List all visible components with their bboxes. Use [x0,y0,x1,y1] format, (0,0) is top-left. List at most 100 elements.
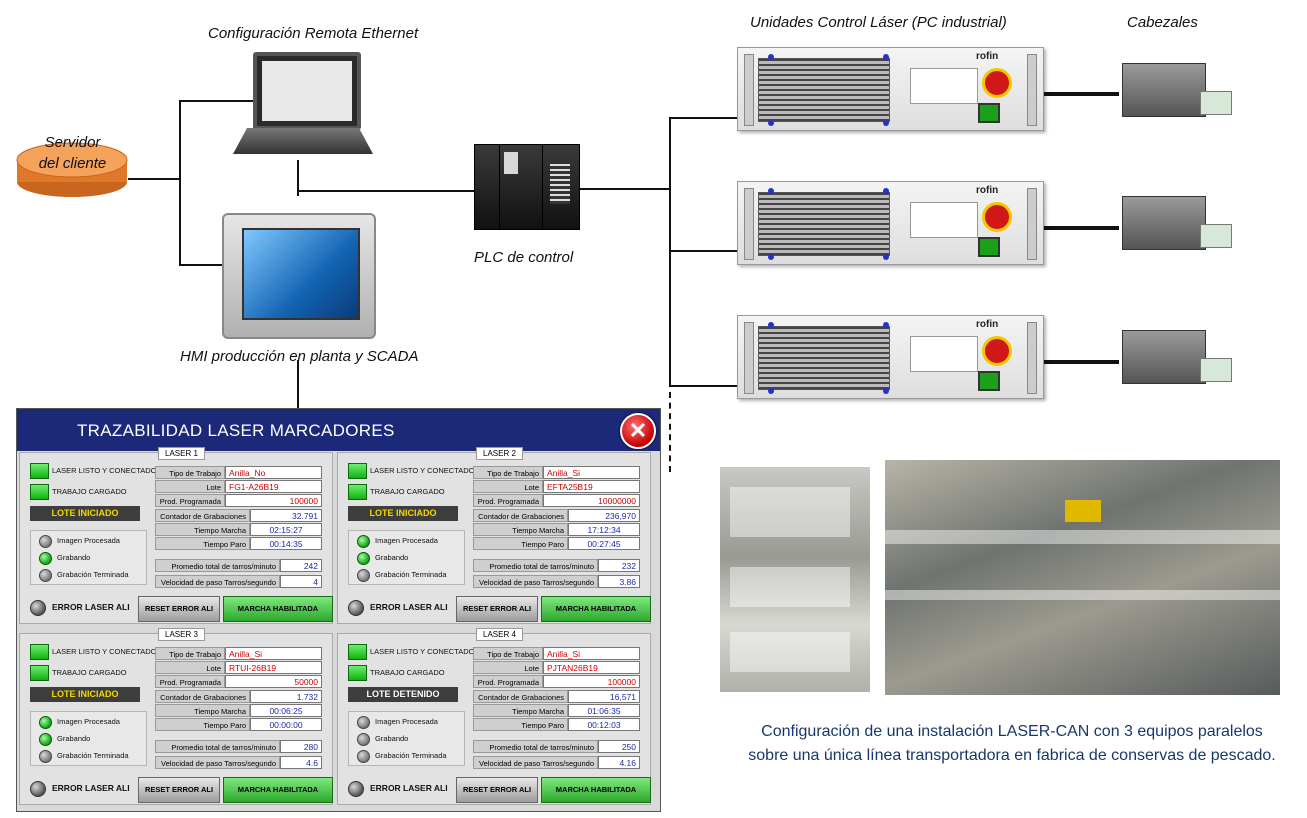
laser-panel: LASER 3 LASER LISTO Y CONECTADO TRABAJO … [19,628,333,805]
job-type-value: Anilla_Si [543,647,640,660]
lot-value: EFTA25B19 [543,480,640,493]
ready-label: LASER LISTO Y CONECTADO [52,647,157,656]
close-icon[interactable]: ✕ [620,413,656,449]
wire [1044,360,1119,364]
run-time-label: Tiempo Marcha [473,523,568,536]
laser-panel: LASER 2 LASER LISTO Y CONECTADO TRABAJO … [337,447,651,624]
stop-time-label: Tiempo Paro [155,537,250,550]
speed-cans-per-second-label: Velocidad de paso Tarros/segundo [473,756,598,769]
job-type-value: Anilla_Si [543,466,640,479]
stop-time-value: 00:14:35 [250,537,322,550]
job-loaded-led [348,665,367,681]
engraving-label: Grabando [375,734,409,743]
engraving-done-indicator [39,569,52,582]
engraving-indicator [39,733,52,746]
panel-title: LASER 1 [158,447,205,460]
wire [578,188,670,190]
panel-title: LASER 2 [476,447,523,460]
run-time-label: Tiempo Marcha [473,704,568,717]
ready-led [348,644,367,660]
laser-error-indicator [348,781,364,797]
wire [669,250,737,252]
wire [297,360,299,410]
rofin-logo: rofin [976,185,999,196]
speed-cans-per-second-label: Velocidad de paso Tarros/segundo [155,756,280,769]
laser-error-indicator [348,600,364,616]
wire [179,100,181,265]
counter-label: Contador de Grabaciones [473,690,568,703]
reset-error-button[interactable]: RESET ERROR ALI [138,777,220,803]
speed-cans-per-second-value: 3.86 [598,575,640,588]
counter-value: 32.791 [250,509,322,522]
window-titlebar: TRAZABILIDAD LASER MARCADORES ✕ [17,409,660,451]
image-processed-label: Imagen Procesada [57,536,120,545]
engraving-done-label: Grabación Terminada [57,570,129,579]
lot-label: Lote [155,661,225,674]
job-type-value: Anilla_No [225,466,322,479]
run-enabled-button[interactable]: MARCHA HABILITADA [223,777,333,803]
counter-label: Contador de Grabaciones [473,509,568,522]
avg-cans-per-minute-label: Promedio total de tarros/minuto [473,740,598,753]
lot-status-badge: LOTE INICIADO [30,687,140,702]
run-enabled-button[interactable]: MARCHA HABILITADA [541,596,651,622]
plc-label: PLC de control [474,249,574,266]
engraving-done-indicator [39,750,52,763]
caption-line2: sobre una única línea transportadora en … [748,747,1276,764]
reset-error-button[interactable]: RESET ERROR ALI [456,777,538,803]
wire [297,160,299,196]
avg-cans-per-minute-value: 250 [598,740,640,753]
programmed-production-value: 100000 [543,675,640,688]
job-loaded-label: TRABAJO CARGADO [370,487,445,496]
stop-time-value: 00:12:03 [568,718,640,731]
client-server-label-line1: Servidor [44,134,101,151]
engraving-done-indicator [357,750,370,763]
reset-error-button[interactable]: RESET ERROR ALI [456,596,538,622]
job-loaded-label: TRABAJO CARGADO [370,668,445,677]
lot-label: Lote [473,480,543,493]
wire [669,385,737,387]
ready-label: LASER LISTO Y CONECTADO [370,647,475,656]
rofin-logo: rofin [976,51,999,62]
run-time-label: Tiempo Marcha [155,704,250,717]
ready-led [30,463,49,479]
engraving-label: Grabando [57,553,91,562]
run-enabled-button[interactable]: MARCHA HABILITADA [223,596,333,622]
reset-error-button[interactable]: RESET ERROR ALI [138,596,220,622]
job-type-label: Tipo de Trabajo [155,647,225,660]
indicator-box: Imagen Procesada Grabando Grabación Term… [30,530,147,585]
wire [297,190,475,192]
engraving-indicator [357,733,370,746]
lot-value: PJTAN26B19 [543,661,640,674]
image-processed-indicator [357,716,370,729]
image-processed-indicator [39,535,52,548]
job-loaded-label: TRABAJO CARGADO [52,487,127,496]
speed-cans-per-second-label: Velocidad de paso Tarros/segundo [473,575,598,588]
ready-label: LASER LISTO Y CONECTADO [52,466,157,475]
run-time-value: 17:12:34 [568,523,640,536]
job-loaded-led [30,665,49,681]
programmed-production-value: 50000 [225,675,322,688]
run-time-value: 02:15:27 [250,523,322,536]
laser-control-unit: rofin [737,181,1044,265]
laser-error-label: ERROR LASER ALI [370,602,448,612]
caption-line1: Configuración de una instalación LASER-C… [761,723,1263,740]
indicator-box: Imagen Procesada Grabando Grabación Term… [348,530,465,585]
panel-title: LASER 4 [476,628,523,641]
run-enabled-button[interactable]: MARCHA HABILITADA [541,777,651,803]
laser-error-label: ERROR LASER ALI [52,602,130,612]
installation-photo [720,467,870,692]
engraving-indicator [357,552,370,565]
job-type-label: Tipo de Trabajo [473,647,543,660]
job-type-label: Tipo de Trabajo [155,466,225,479]
laser-control-unit: rofin [737,47,1044,131]
lot-status-badge: LOTE DETENIDO [348,687,458,702]
image-processed-label: Imagen Procesada [375,717,438,726]
counter-value: 16,571 [568,690,640,703]
ready-label: LASER LISTO Y CONECTADO [370,466,475,475]
wire [128,178,180,180]
laser-units-label: Unidades Control Láser (PC industrial) [750,14,1007,31]
programmed-production-label: Prod. Programada [473,494,543,507]
lot-status-badge: LOTE INICIADO [30,506,140,521]
laser-error-indicator [30,781,46,797]
engraving-done-label: Grabación Terminada [57,751,129,760]
